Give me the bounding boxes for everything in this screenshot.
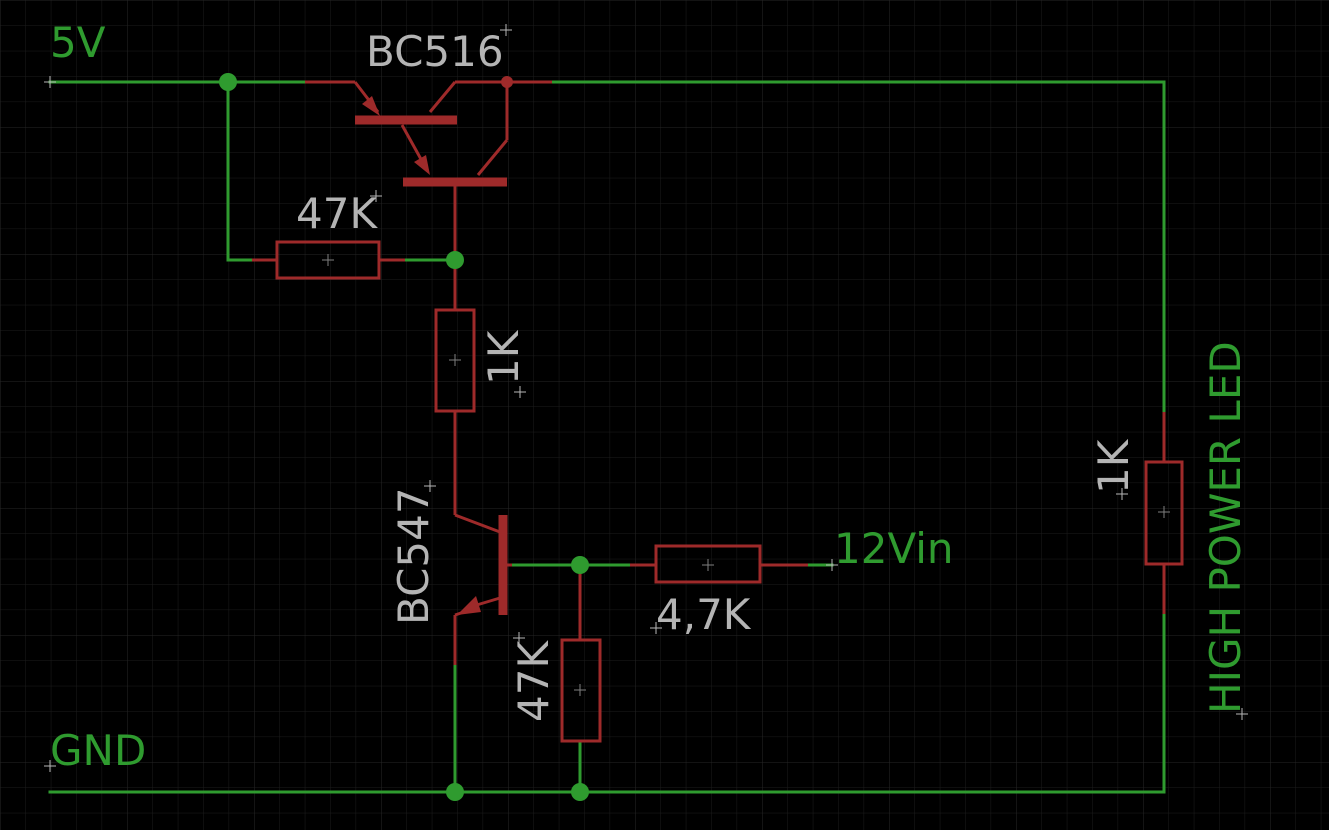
net-label-5v: 5V: [50, 18, 106, 67]
part-label-r-pulldown-47k: 47K: [509, 640, 558, 722]
part-label-r-bias-47k: 47K: [296, 189, 378, 238]
junctions: [219, 73, 589, 801]
part-label-r-collector-1k: 1K: [479, 329, 528, 385]
resistor-4-7k-base[interactable]: [630, 544, 808, 584]
net-label-gnd: GND: [50, 726, 146, 775]
part-label-bc547: BC547: [389, 487, 438, 625]
part-label-r-load-1k: 1K: [1089, 438, 1138, 494]
junction-base-node: [571, 556, 589, 574]
resistor-47k-bias[interactable]: [252, 240, 405, 280]
collector-junction: [501, 76, 513, 88]
resistor-1k-load[interactable]: [1144, 412, 1184, 614]
part-label-bc516: BC516: [366, 27, 504, 76]
junction-gnd-pulldown: [571, 783, 589, 801]
transistor-bc547[interactable]: [453, 412, 512, 665]
net-label-high-power-led: HIGH POWER LED: [1201, 341, 1250, 714]
junction-gnd-emitter: [446, 783, 464, 801]
label-origins: [44, 24, 1248, 772]
part-label-r-base-4-7k: 4,7K: [656, 590, 752, 639]
junction-5v: [219, 73, 237, 91]
net-label-12vin: 12Vin: [834, 524, 954, 573]
junction-collector-node: [446, 251, 464, 269]
transistor-bc516[interactable]: [305, 76, 552, 260]
resistor-47k-pulldown[interactable]: [560, 565, 602, 743]
